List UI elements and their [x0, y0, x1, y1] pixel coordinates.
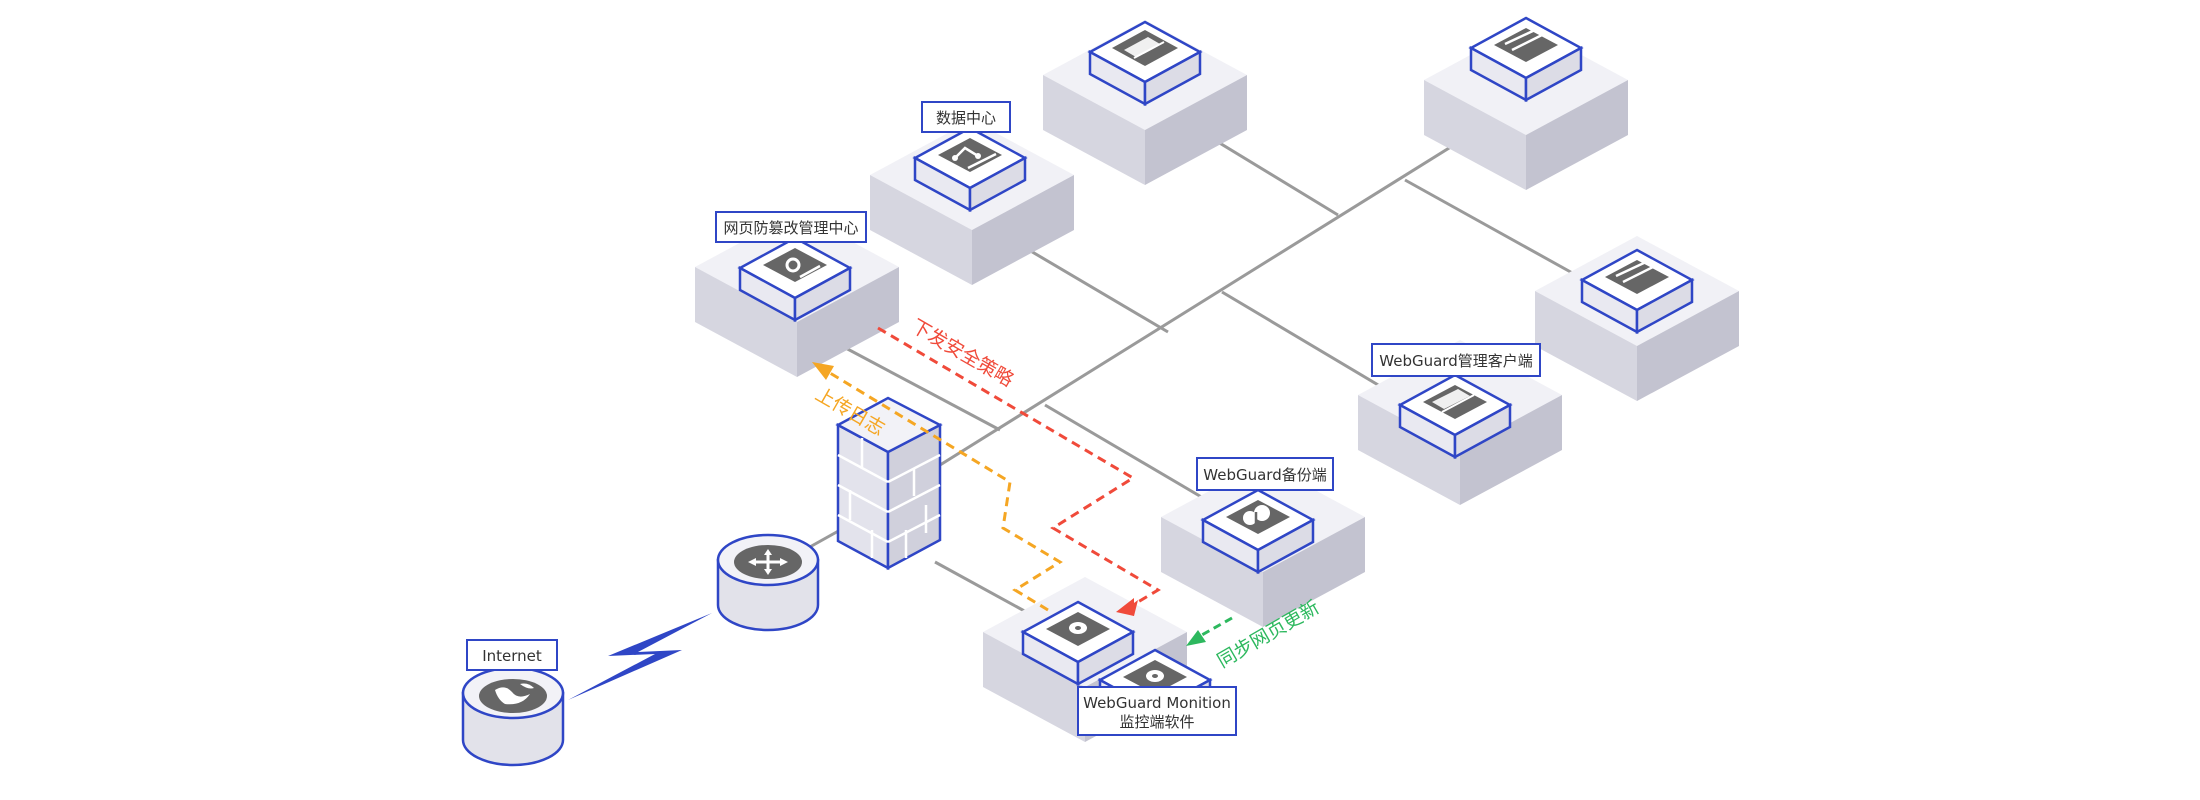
server-right[interactable] — [1535, 236, 1739, 401]
branch-backup — [1044, 403, 1216, 507]
wallet-icon — [1112, 30, 1178, 66]
mgmt-center-node[interactable] — [695, 212, 899, 377]
monitor-label: WebGuard Monition 监控端软件 — [1077, 686, 1237, 736]
flow-issue-policy — [877, 326, 1161, 616]
branch-icon — [938, 138, 1002, 172]
branch-data-center — [1011, 238, 1169, 334]
server-top-right[interactable] — [1424, 16, 1628, 190]
branch-mgmt — [839, 343, 1001, 432]
internet-text: Internet — [482, 647, 542, 665]
branch-right-server — [1404, 178, 1586, 282]
flow-upload-log — [812, 362, 1063, 612]
disk-icon — [1046, 612, 1110, 646]
branch-client — [1221, 290, 1396, 397]
mgmt-center-text: 网页防篡改管理中心 — [723, 219, 858, 237]
wallet-icon — [1423, 385, 1487, 419]
gear-icon — [763, 248, 827, 282]
internet-node[interactable] — [461, 666, 565, 767]
monitor-text-line2: 监控端软件 — [1119, 713, 1194, 731]
backup-node[interactable] — [1161, 462, 1365, 627]
wallet-icon — [1494, 28, 1558, 62]
client-text: WebGuard管理客户端 — [1379, 352, 1532, 370]
cloud-upload-icon — [1226, 500, 1290, 534]
data-center-label: 数据中心 — [921, 101, 1011, 133]
monitor-text-line1: WebGuard Monition — [1083, 694, 1231, 712]
monitor-node[interactable] — [983, 577, 1212, 742]
internet-label: Internet — [466, 639, 558, 671]
router-node[interactable] — [716, 533, 820, 632]
lightning-icon — [568, 613, 712, 700]
mgmt-center-label: 网页防篡改管理中心 — [715, 211, 867, 243]
firewall-icon[interactable] — [835, 396, 943, 571]
wallet-icon — [1605, 260, 1669, 294]
backup-text: WebGuard备份端 — [1203, 466, 1326, 484]
client-node[interactable] — [1358, 340, 1562, 505]
data-center-node[interactable] — [870, 120, 1074, 285]
globe-icon — [479, 679, 547, 713]
router-arrows-icon — [734, 545, 802, 579]
flow-sync-update — [1186, 616, 1233, 646]
backup-label: WebGuard备份端 — [1196, 457, 1334, 491]
data-center-text: 数据中心 — [936, 109, 996, 127]
client-label: WebGuard管理客户端 — [1371, 343, 1541, 377]
disk-icon — [1123, 660, 1187, 694]
server-top[interactable] — [1043, 20, 1247, 185]
